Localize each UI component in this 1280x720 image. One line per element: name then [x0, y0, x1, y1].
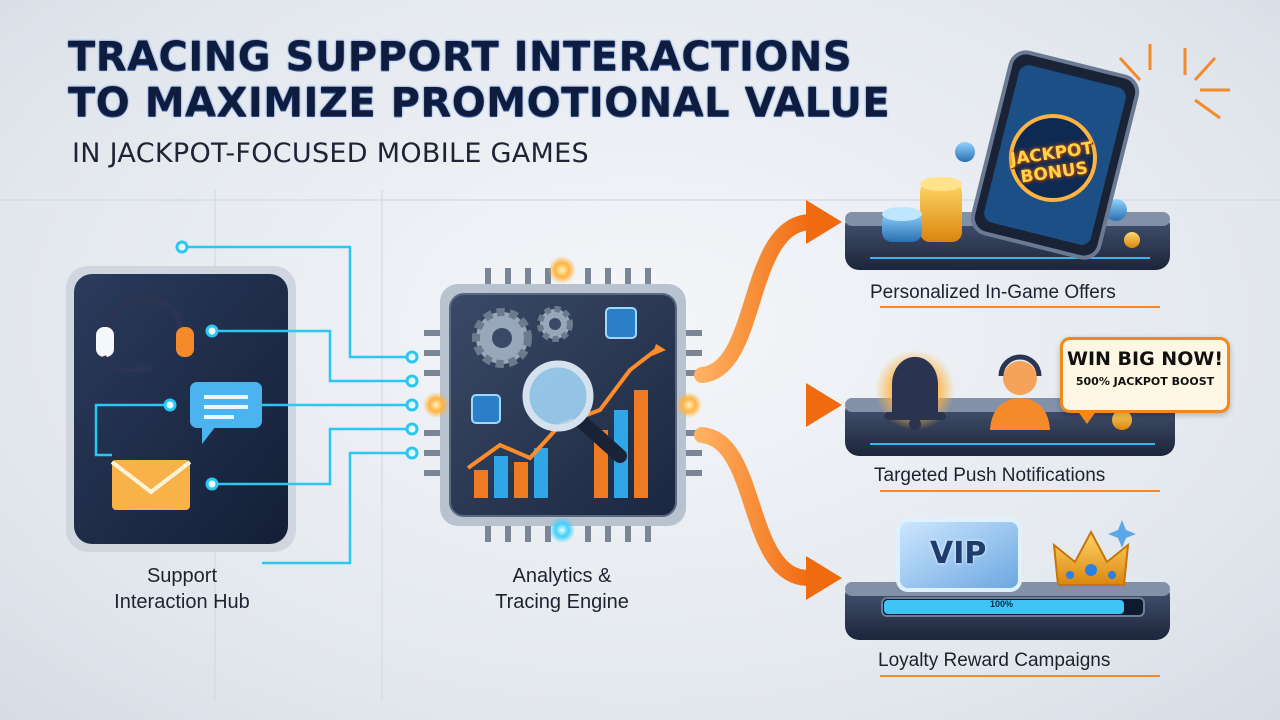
circuit-nodes	[163, 240, 419, 491]
title-line-1: TRACING SUPPORT INTERACTIONS	[68, 34, 853, 80]
title-line-2: TO MAXIMIZE PROMOTIONAL VALUE	[68, 80, 891, 126]
hub-label: Support Interaction Hub	[82, 563, 282, 615]
chip-left-light	[423, 392, 449, 418]
page-subtitle: IN JACKPOT-FOCUSED MOBILE GAMES	[72, 138, 589, 169]
magnifier-icon	[522, 360, 627, 463]
mini-chip-icon-2	[471, 394, 501, 424]
chip-right-light	[676, 392, 702, 418]
output-label-notifications: Targeted Push Notifications	[874, 465, 1106, 486]
bar-chart-icon	[466, 344, 666, 498]
output-arrows	[694, 214, 818, 587]
envelope-icon	[110, 460, 192, 510]
engine-label: Analytics & Tracing Engine	[462, 563, 662, 615]
progress-label: 100%	[990, 599, 1014, 609]
hub-label-line-2: Interaction Hub	[114, 591, 250, 613]
vip-label: VIP	[930, 536, 987, 571]
chip-bottom-light	[549, 517, 575, 543]
coin-stack-icon	[882, 142, 1140, 248]
page-title: TRACING SUPPORT INTERACTIONS TO MAXIMIZE…	[68, 34, 890, 126]
fireworks-icon	[1118, 44, 1230, 120]
output-label-loyalty: Loyalty Reward Campaigns	[878, 650, 1111, 671]
arrow-heads	[806, 200, 842, 600]
engine-label-line-1: Analytics &	[512, 565, 612, 587]
progress-bar	[881, 597, 1145, 617]
output-label-offers: Personalized In-Game Offers	[870, 282, 1116, 303]
mini-chip-icon	[605, 307, 637, 339]
gear-icon	[472, 306, 573, 368]
bell-icon	[884, 356, 946, 430]
phone-icon	[970, 50, 1140, 260]
support-agent-icon	[990, 354, 1132, 430]
callout-subtext: 500% JACKPOT BOOST	[1075, 375, 1215, 388]
engine-label-line-2: Tracing Engine	[495, 591, 629, 613]
headset-icon	[96, 294, 194, 373]
win-big-callout: WIN BIG NOW! 500% JACKPOT BOOST	[1060, 337, 1230, 424]
crown-icon	[1052, 529, 1130, 586]
vip-ticket-icon	[896, 518, 1022, 592]
chip-top-light	[548, 256, 576, 284]
chat-bubble-icon	[190, 382, 262, 444]
circuit-lines	[94, 245, 412, 565]
sparkle-icon	[1108, 520, 1136, 548]
hub-label-line-1: Support	[146, 565, 218, 587]
callout-headline: WIN BIG NOW!	[1067, 348, 1223, 370]
